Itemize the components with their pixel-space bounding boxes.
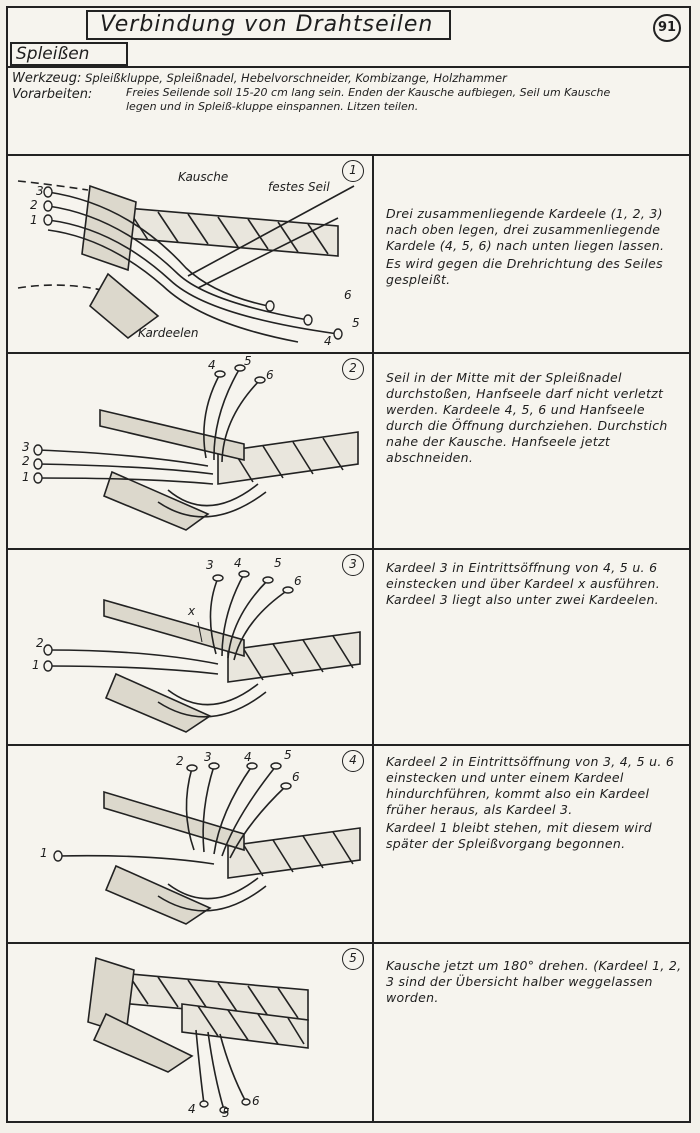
strand-label-6: 6	[266, 368, 274, 382]
rope-splice-diagram-2	[33, 364, 359, 531]
strand-label-5: 5	[284, 748, 292, 762]
strand-label-6: 6	[292, 770, 300, 784]
divider	[8, 942, 689, 944]
step-1-paragraph: Drei zusammenliegende Kardeele (1, 2, 3)…	[386, 206, 665, 253]
step-3-illustration: 3 2 1 3 4 5 6 x	[8, 550, 372, 744]
document-sheet: Verbindung von Drahtseilen 91 Spleißen W…	[6, 6, 691, 1123]
step-number: 1	[342, 160, 364, 182]
step-4-paragraph: Kardeel 2 in Eintrittsöffnung von 3, 4, …	[386, 754, 675, 817]
divider	[8, 154, 689, 156]
strand-label-3: 3	[204, 750, 212, 764]
step-3-description: Kardeel 3 in Eintrittsöffnung von 4, 5 u…	[386, 560, 686, 608]
strand-label-3: 3	[206, 558, 214, 572]
label-kausche: Kausche	[178, 170, 229, 184]
column-divider	[372, 154, 374, 1121]
strand-label-4: 4	[244, 750, 252, 764]
strand-label-5: 5	[222, 1106, 230, 1120]
page-number: 91	[653, 14, 681, 42]
step-number: 5	[342, 948, 364, 970]
step-2-paragraph: Seil in der Mitte mit der Spleißnadel du…	[386, 370, 668, 465]
step-1-paragraph: Es wird gegen die Drehrichtung des Seile…	[386, 256, 663, 287]
tools-text: Spleißkluppe, Spleißnadel, Hebelvorschne…	[85, 71, 507, 85]
strand-label-6: 6	[344, 288, 352, 302]
step-4-paragraph: Kardeel 1 bleibt stehen, mit diesem wird…	[386, 820, 652, 851]
strand-label-4: 4	[324, 334, 332, 348]
strand-label-4: 4	[234, 556, 242, 570]
rope-splice-diagram-1	[17, 180, 355, 343]
strand-label-1: 1	[32, 658, 40, 672]
step-2-illustration: 2 3 2 1 4 5 6	[8, 354, 372, 548]
preparation-text: Freies Seilende soll 15-20 cm lang sein.…	[126, 86, 611, 113]
strand-label-x: x	[188, 604, 196, 618]
divider	[8, 352, 689, 354]
strand-label-5: 5	[352, 316, 360, 330]
tools-line: Werkzeug: Spleißkluppe, Spleißnadel, Heb…	[12, 71, 687, 86]
step-number: 2	[342, 358, 364, 380]
step-1-illustration: 1 Kausche festes Seil Kardeelen 3 2 1 4 …	[8, 156, 372, 352]
rope-splice-diagram-3	[43, 570, 361, 733]
page-title: Verbindung von Drahtseilen	[86, 10, 451, 40]
strand-label-6: 6	[294, 574, 302, 588]
step-4-illustration: 4 1 2 3 4 5 6	[8, 746, 372, 942]
strand-label-1: 1	[40, 846, 48, 860]
strand-label-2: 2	[22, 454, 30, 468]
strand-label-2: 2	[176, 754, 184, 768]
step-5-paragraph: Kausche jetzt um 180° drehen. (Kardeel 1…	[386, 958, 682, 1005]
step-4-description: Kardeel 2 in Eintrittsöffnung von 3, 4, …	[386, 754, 686, 852]
divider	[8, 548, 689, 550]
strand-label-3: 3	[36, 184, 44, 198]
step-number: 3	[342, 554, 364, 576]
label-kardeelen: Kardeelen	[138, 326, 199, 340]
step-5-description: Kausche jetzt um 180° drehen. (Kardeel 1…	[386, 958, 686, 1006]
strand-label-5: 5	[274, 556, 282, 570]
rope-splice-diagram-4	[53, 762, 361, 925]
strand-label-4: 4	[208, 358, 216, 372]
divider	[8, 66, 689, 68]
strand-label-5: 5	[244, 354, 252, 368]
strand-label-1: 1	[22, 470, 30, 484]
strand-label-2: 2	[36, 636, 44, 650]
divider	[8, 744, 689, 746]
strand-label-6: 6	[252, 1094, 260, 1108]
step-1-description: Drei zusammenliegende Kardeele (1, 2, 3)…	[386, 206, 686, 288]
tools-label: Werkzeug:	[12, 71, 82, 86]
step-5-illustration: 5 4 5 6	[8, 944, 372, 1123]
step-3-paragraph: Kardeel 3 in Eintrittsöffnung von 4, 5 u…	[386, 560, 661, 607]
strand-label-4: 4	[188, 1102, 196, 1116]
rope-splice-diagram-5	[87, 956, 309, 1114]
step-number: 4	[342, 750, 364, 772]
strand-label-1: 1	[30, 213, 38, 227]
preparation-label: Vorarbeiten:	[12, 87, 93, 102]
strand-label-2: 2	[30, 198, 38, 212]
step-2-description: Seil in der Mitte mit der Spleißnadel du…	[386, 370, 686, 466]
section-heading: Spleißen	[10, 42, 128, 66]
label-festes-seil: festes Seil	[268, 180, 330, 194]
strand-label-3: 3	[22, 440, 30, 454]
